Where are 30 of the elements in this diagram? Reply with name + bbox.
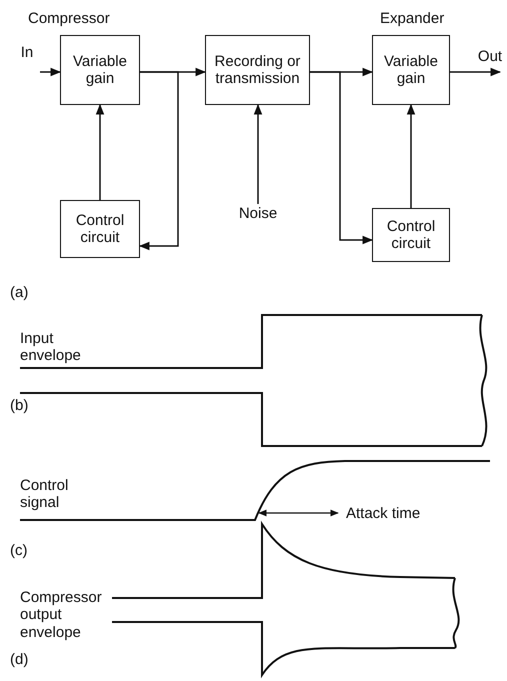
input-label: Noise bbox=[238, 205, 278, 223]
panel-label: (b) bbox=[10, 397, 28, 414]
block-label: Control circuit bbox=[386, 218, 436, 252]
waveform-label: Input envelope bbox=[20, 330, 82, 364]
recording-block bbox=[205, 35, 310, 105]
arrow bbox=[138, 71, 179, 250]
waveform-label: Compressor output envelope bbox=[20, 589, 103, 641]
gain-block bbox=[60, 35, 140, 105]
waveform-label: Control signal bbox=[20, 477, 70, 512]
block-label: Recording or transmission bbox=[214, 52, 302, 88]
gain-block bbox=[372, 35, 450, 105]
panel-label: (c) bbox=[10, 542, 28, 560]
block-label: Variable gain bbox=[72, 52, 128, 88]
arrow bbox=[96, 104, 104, 200]
section-heading: Compressor bbox=[28, 10, 110, 28]
dimension-label: Attack time bbox=[346, 505, 420, 522]
section-heading: Expander bbox=[380, 10, 444, 28]
panel-label: (a) bbox=[10, 284, 28, 302]
arrow bbox=[40, 68, 62, 76]
control-circuit-block bbox=[372, 208, 450, 262]
control-circuit-block bbox=[60, 200, 140, 258]
arrow bbox=[406, 104, 416, 208]
arrow bbox=[254, 104, 262, 204]
arrow bbox=[310, 71, 374, 244]
block-label: Variable gain bbox=[383, 52, 439, 88]
panel-label: (d) bbox=[10, 651, 28, 668]
input-label: In bbox=[20, 44, 34, 62]
block-label: Control circuit bbox=[74, 212, 126, 246]
arrow bbox=[450, 68, 502, 76]
output-label: Out bbox=[478, 48, 502, 66]
